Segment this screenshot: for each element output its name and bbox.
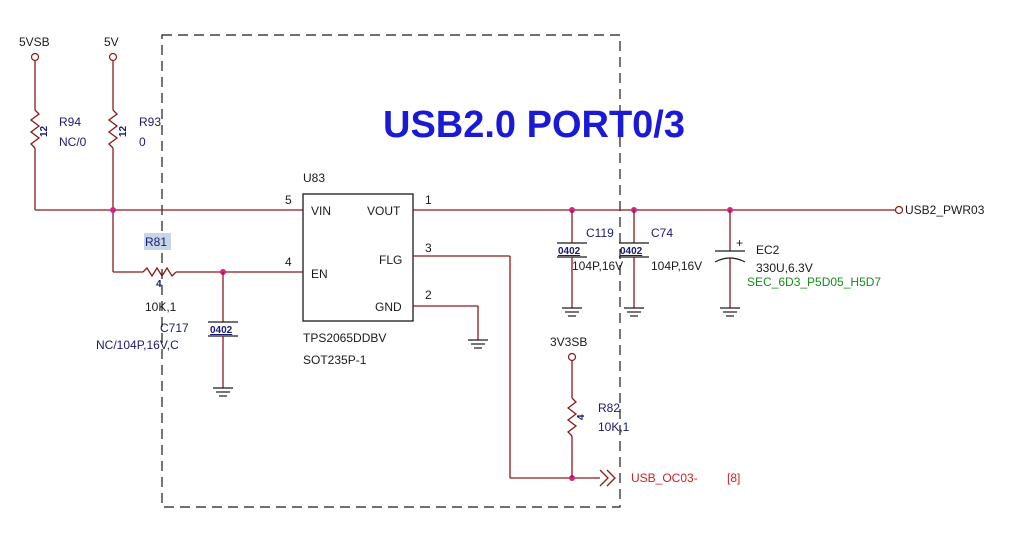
page-title: USB2.0 PORT0/3 bbox=[383, 104, 685, 146]
c119-value: 104P,16V bbox=[572, 259, 623, 273]
r81-code: 4 bbox=[156, 279, 162, 290]
pin-en-name: EN bbox=[311, 267, 328, 281]
rail-5vsb: 5VSB bbox=[19, 35, 50, 62]
u83-ic-body bbox=[302, 193, 414, 322]
r81-ref-highlight bbox=[144, 233, 171, 250]
pin-vin-num: 5 bbox=[285, 193, 292, 207]
offpage-connector-arrow bbox=[599, 469, 616, 487]
c119-ref: C119 bbox=[586, 226, 614, 240]
pin-flg-num: 3 bbox=[425, 241, 432, 255]
junction-vin bbox=[110, 207, 116, 213]
c119-pkg: 0402 bbox=[558, 246, 581, 257]
u83-package: SOT235P-1 bbox=[303, 353, 367, 367]
r93-value: 0 bbox=[139, 135, 146, 149]
r93-resistor bbox=[107, 109, 119, 149]
r82-value: 10K,1 bbox=[598, 420, 630, 434]
c717-value: NC/104P,16V,C bbox=[96, 338, 179, 352]
rail-3v3sb bbox=[567, 352, 577, 362]
u83-ref: U83 bbox=[303, 171, 325, 185]
pin-en-num: 4 bbox=[285, 255, 292, 269]
r94-resistor bbox=[29, 109, 41, 149]
pin-vout-name: VOUT bbox=[367, 204, 401, 218]
r81-ref: R81 bbox=[145, 235, 167, 249]
usb-oc03-label: USB_OC03- bbox=[631, 471, 698, 485]
c74-pkg: 0402 bbox=[620, 246, 643, 257]
ec2-plus: + bbox=[736, 236, 743, 250]
ec2-footprint: SEC_6D3_P5D05_H5D7 bbox=[747, 275, 881, 289]
c717-ref: C717 bbox=[160, 321, 189, 335]
dashed-region-box bbox=[161, 34, 621, 508]
ec2-ref: EC2 bbox=[756, 243, 780, 257]
c74-value: 104P,16V bbox=[651, 259, 702, 273]
r93-code: 12 bbox=[118, 125, 129, 137]
u83-part: TPS2065DDBV bbox=[303, 331, 386, 345]
r82-code: 4 bbox=[576, 414, 587, 420]
pin-flg-name: FLG bbox=[379, 253, 402, 267]
r93-ref: R93 bbox=[139, 115, 161, 129]
rail-5vsb-label: 5VSB bbox=[19, 35, 50, 49]
ground-symbol-u83 bbox=[468, 339, 488, 349]
rail-3v3sb-label: 3V3SB bbox=[550, 335, 587, 349]
ground-symbol-c119 bbox=[562, 307, 582, 317]
pin-gnd-num: 2 bbox=[425, 288, 432, 302]
r81-resistor bbox=[142, 266, 177, 278]
ground-symbol-ec2 bbox=[720, 307, 740, 317]
c717-pkg: 0402 bbox=[210, 325, 233, 336]
c74-ref: C74 bbox=[651, 226, 673, 240]
r82-ref: R82 bbox=[598, 401, 620, 415]
r82-resistor bbox=[566, 397, 578, 437]
r81-value: 10K,1 bbox=[145, 300, 177, 314]
usb-oc03-ref: [8] bbox=[727, 471, 740, 485]
rail-5v: 5V bbox=[104, 35, 119, 62]
ec2-value: 330U,6.3V bbox=[756, 261, 813, 275]
usb2-pwr03-port bbox=[894, 205, 904, 215]
ground-symbol-c717 bbox=[213, 387, 233, 397]
r94-code: 12 bbox=[39, 125, 50, 137]
pin-vout-num: 1 bbox=[425, 193, 432, 207]
usb2-pwr03-label: USB2_PWR03 bbox=[905, 203, 985, 217]
r94-value: NC/0 bbox=[59, 135, 87, 149]
ground-symbol-c74 bbox=[624, 307, 644, 317]
r94-ref: R94 bbox=[59, 115, 81, 129]
pin-gnd-name: GND bbox=[375, 300, 402, 314]
pin-vin-name: VIN bbox=[311, 204, 331, 218]
rail-5v-label: 5V bbox=[104, 35, 119, 49]
